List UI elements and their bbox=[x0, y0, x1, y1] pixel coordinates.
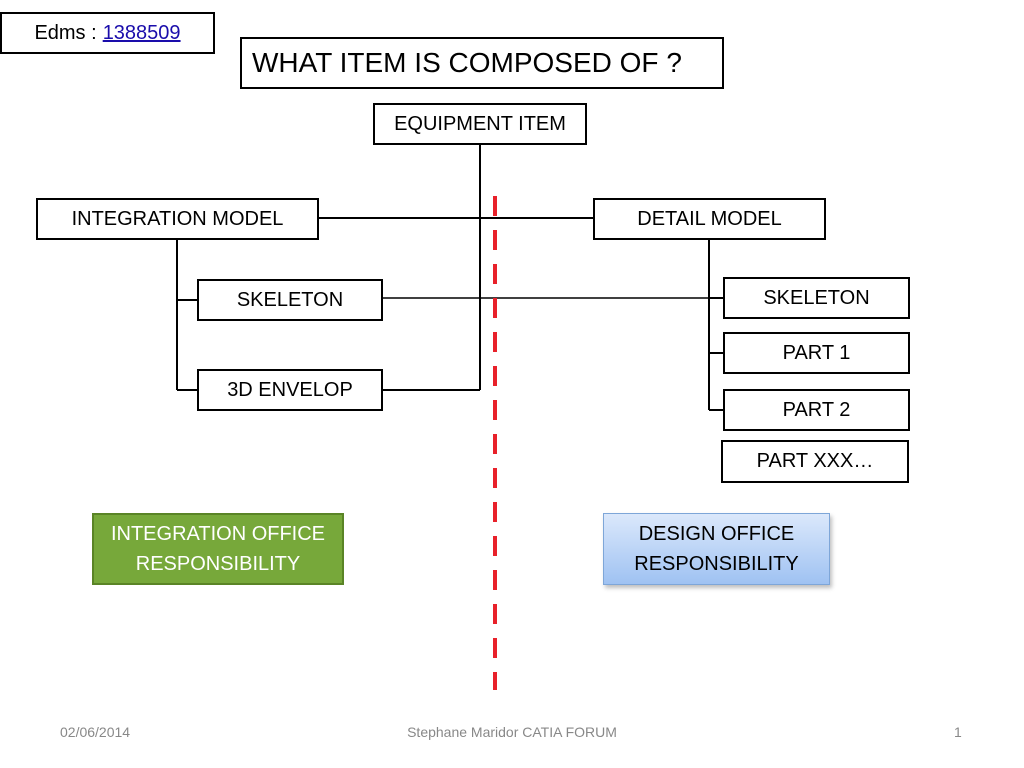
design-office-responsibility: DESIGN OFFICE RESPONSIBILITY bbox=[603, 513, 830, 585]
detail-model-box: DETAIL MODEL bbox=[593, 198, 826, 240]
detail-part1-box: PART 1 bbox=[723, 332, 910, 374]
integration-skeleton-box: SKELETON bbox=[197, 279, 383, 321]
footer-date: 02/06/2014 bbox=[60, 724, 131, 740]
equipment-item-box: EQUIPMENT ITEM bbox=[373, 103, 587, 145]
page-number: 1 bbox=[954, 724, 962, 740]
detail-partxxx-box: PART XXX… bbox=[721, 440, 909, 483]
edms-label: Edms : bbox=[34, 21, 97, 44]
integration-model-box: INTEGRATION MODEL bbox=[36, 198, 319, 240]
edms-reference: Edms : 1388509 bbox=[0, 12, 215, 54]
integration-office-responsibility: INTEGRATION OFFICE RESPONSIBILITY bbox=[92, 513, 344, 585]
detail-skeleton-box: SKELETON bbox=[723, 277, 910, 319]
footer-author: Stephane Maridor CATIA FORUM bbox=[407, 724, 617, 740]
detail-part2-box: PART 2 bbox=[723, 389, 910, 431]
integration-envelop-box: 3D ENVELOP bbox=[197, 369, 383, 411]
edms-link[interactable]: 1388509 bbox=[102, 21, 181, 44]
page-title: WHAT ITEM IS COMPOSED OF ? bbox=[240, 37, 724, 89]
